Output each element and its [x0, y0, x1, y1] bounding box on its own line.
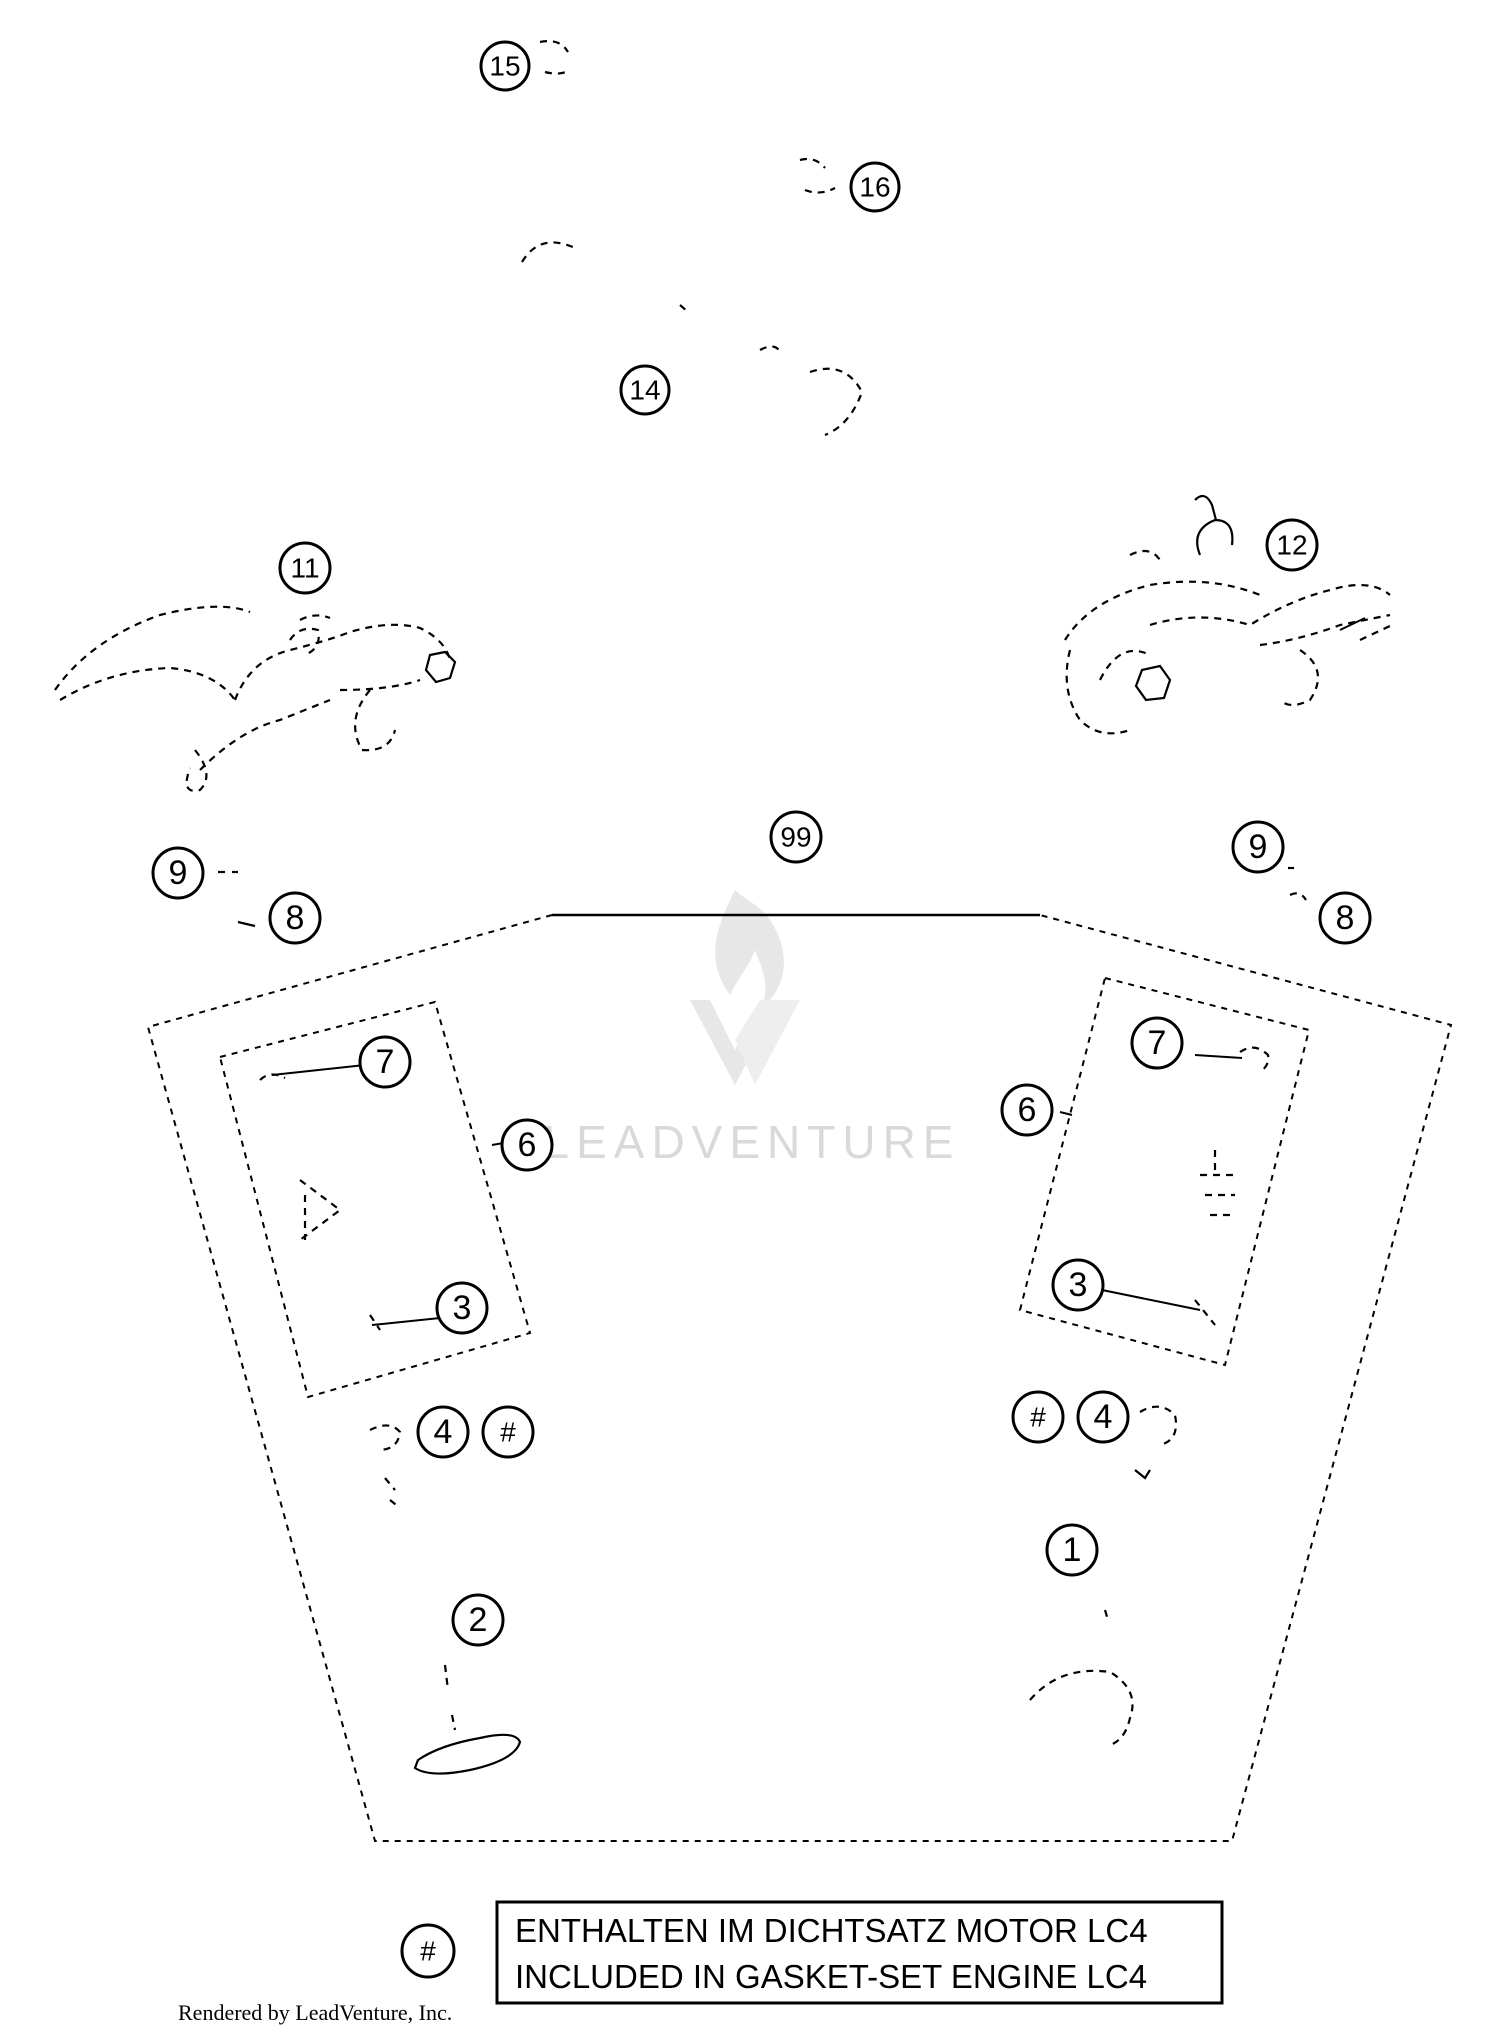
- part-15: [539, 40, 571, 75]
- callout-hash-left-label: #: [500, 1417, 516, 1448]
- legend: # ENTHALTEN IM DICHTSATZ MOTOR LC4 INCLU…: [400, 1900, 1224, 2005]
- callout-11: 11: [278, 541, 332, 595]
- legend-line-1: ENTHALTEN IM DICHTSATZ MOTOR LC4: [515, 1912, 1148, 1949]
- callout-16: 16: [849, 161, 901, 213]
- callout-3-right-label: 3: [1069, 1266, 1088, 1304]
- callout-7-right: 7: [1130, 1016, 1184, 1070]
- callout-4-left-label: 4: [434, 1413, 453, 1451]
- leader-lines: [271, 617, 1366, 1326]
- callout-3-left-label: 3: [453, 1289, 472, 1327]
- callout-3-right: 3: [1051, 1258, 1105, 1312]
- callout-99: 99: [769, 810, 823, 864]
- valve-2: [413, 1664, 522, 1775]
- watermark-logo-icon: [690, 890, 800, 1085]
- credit-text: Rendered by LeadVenture, Inc.: [178, 2000, 452, 2025]
- part-8-right: [1289, 892, 1307, 901]
- callout-12-label: 12: [1276, 530, 1307, 561]
- callout-4-left: 4: [416, 1405, 470, 1459]
- callout-14-label: 14: [629, 375, 660, 406]
- callout-4-right: 4: [1076, 1390, 1130, 1444]
- valve-1: [1029, 1609, 1134, 1747]
- callout-8-left-label: 8: [286, 899, 305, 937]
- callout-15: 15: [479, 40, 531, 92]
- callout-12: 12: [1265, 518, 1319, 572]
- callout-1-label: 1: [1063, 1531, 1082, 1569]
- callout-7-left-label: 7: [376, 1043, 395, 1081]
- callout-hash-left: #: [481, 1405, 535, 1459]
- valve-subgroup-left: [218, 1000, 532, 1399]
- callout-8-left: 8: [268, 891, 322, 945]
- callout-11-label: 11: [290, 553, 319, 584]
- rocker-arm-12: [1064, 494, 1393, 735]
- callout-15-label: 15: [489, 51, 520, 82]
- callout-8-right: 8: [1318, 891, 1372, 945]
- part-16: [799, 157, 836, 194]
- callout-9-right-label: 9: [1249, 828, 1268, 866]
- part-4-right: [1134, 1405, 1178, 1480]
- callout-6-left: 6: [500, 1118, 554, 1172]
- callout-4-right-label: 4: [1094, 1398, 1113, 1436]
- callout-9-left: 9: [151, 846, 205, 900]
- part-4-left: [369, 1424, 402, 1509]
- callout-6-right: 6: [1000, 1083, 1054, 1137]
- legend-symbol-label: #: [420, 1936, 436, 1967]
- part-8-left: [237, 920, 256, 928]
- watermark: LEADVENTURE: [544, 890, 961, 1168]
- callout-9-right: 9: [1231, 820, 1285, 874]
- legend-line-2: INCLUDED IN GASKET-SET ENGINE LC4: [515, 1958, 1147, 1995]
- part-14: [759, 345, 864, 437]
- legend-box: [495, 1900, 1224, 2005]
- callout-1: 1: [1045, 1523, 1099, 1577]
- valve-subgroup-right: [1018, 976, 1311, 1367]
- callout-2-label: 2: [469, 1601, 488, 1639]
- watermark-text: LEADVENTURE: [544, 1116, 961, 1168]
- callout-99-label: 99: [780, 822, 811, 853]
- callout-8-right-label: 8: [1336, 899, 1355, 937]
- callout-7-left: 7: [358, 1035, 412, 1089]
- callout-2: 2: [451, 1593, 505, 1647]
- callout-7-right-label: 7: [1148, 1024, 1167, 1062]
- group-99-outline: [146, 913, 1453, 1842]
- part-13-cap: [521, 241, 689, 313]
- rocker-arm-11: [54, 605, 457, 792]
- callout-hash-right-label: #: [1030, 1402, 1046, 1433]
- callout-hash-right: #: [1011, 1390, 1065, 1444]
- callout-6-left-label: 6: [518, 1126, 537, 1164]
- callout-9-left-label: 9: [169, 854, 188, 892]
- callout-6-right-label: 6: [1018, 1091, 1037, 1129]
- callout-3-left: 3: [435, 1281, 489, 1335]
- callout-14: 14: [619, 364, 671, 416]
- legend-symbol: #: [400, 1923, 456, 1979]
- callout-16-label: 16: [859, 172, 890, 203]
